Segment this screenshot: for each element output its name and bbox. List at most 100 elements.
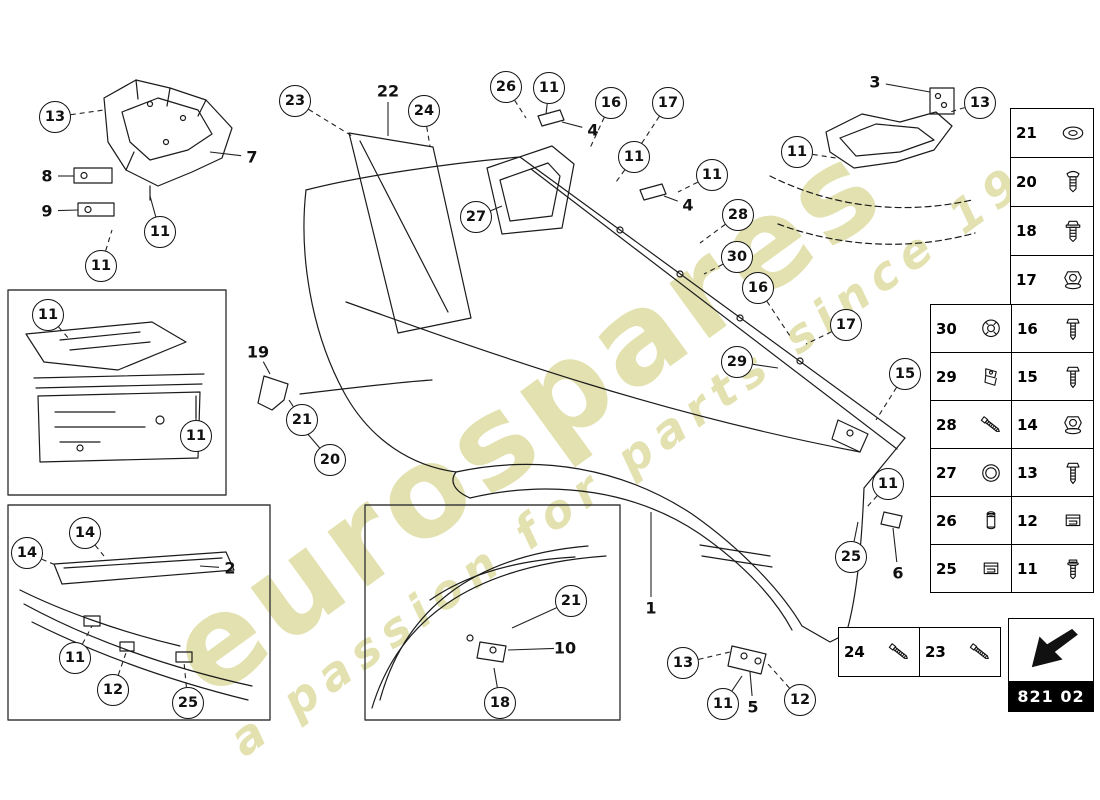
callout-24: 24 xyxy=(408,95,440,127)
callout-18: 18 xyxy=(484,687,516,719)
long-screw-icon xyxy=(976,408,1006,442)
callout-12: 12 xyxy=(784,684,816,716)
leader-line-21 xyxy=(511,607,557,629)
part-number: 27 xyxy=(936,463,957,482)
leader-line-9 xyxy=(57,209,79,212)
part-number: 16 xyxy=(1017,319,1038,338)
part-cell-20: 20 xyxy=(1010,157,1094,207)
hex-bolt-icon xyxy=(1058,456,1088,490)
label-8: 8 xyxy=(41,166,53,186)
leader-line-17 xyxy=(805,331,832,345)
leader-line-5 xyxy=(749,671,753,697)
part-number: 13 xyxy=(1017,463,1038,482)
callout-11: 11 xyxy=(533,72,565,104)
callout-11: 11 xyxy=(781,136,813,168)
part-cell-27: 27 xyxy=(930,448,1012,497)
callout-21: 21 xyxy=(286,404,318,436)
leader-line-13 xyxy=(70,109,105,116)
spring-clip-icon xyxy=(976,360,1006,394)
leader-line-2 xyxy=(199,565,220,568)
callout-11: 11 xyxy=(707,688,739,720)
page-code: 821 02 xyxy=(1009,681,1093,711)
leader-line-13 xyxy=(949,107,965,113)
label-2: 2 xyxy=(224,558,236,578)
screw-icon xyxy=(1058,552,1088,586)
callout-26: 26 xyxy=(490,71,522,103)
leader-line-16 xyxy=(766,300,791,337)
long-screw-icon xyxy=(965,635,995,669)
part-number: 17 xyxy=(1016,271,1037,289)
part-cell-18: 18 xyxy=(1010,206,1094,256)
callout-16: 16 xyxy=(595,87,627,119)
callout-11: 11 xyxy=(618,141,650,173)
leader-line-11 xyxy=(677,181,698,193)
leader-line-4 xyxy=(561,121,583,128)
label-3: 3 xyxy=(869,72,881,92)
part-cell-14: 14 xyxy=(1011,400,1094,449)
callout-11: 11 xyxy=(872,468,904,500)
part-cell-24: 24 xyxy=(838,627,920,677)
callout-30: 30 xyxy=(721,241,753,273)
leader-line-25 xyxy=(183,661,187,688)
label-19: 19 xyxy=(246,342,270,362)
seal-ring-icon xyxy=(976,456,1006,490)
label-4: 4 xyxy=(587,120,599,140)
part-number: 11 xyxy=(1017,559,1038,578)
leader-line-4 xyxy=(663,195,678,202)
leader-line-11 xyxy=(149,195,157,217)
hex-bolt-icon xyxy=(1058,312,1088,346)
callout-29: 29 xyxy=(721,346,753,378)
leader-line-11 xyxy=(545,103,548,115)
leader-line-12 xyxy=(117,649,128,676)
callout-11: 11 xyxy=(180,420,212,452)
flange-nut-icon xyxy=(1058,263,1088,297)
part-number: 24 xyxy=(844,643,865,661)
leader-line-25 xyxy=(853,521,859,542)
part-number: 21 xyxy=(1016,124,1037,142)
leader-line-14 xyxy=(41,558,59,567)
label-7: 7 xyxy=(246,147,258,167)
washer-icon xyxy=(1058,116,1088,150)
callout-14: 14 xyxy=(11,537,43,569)
callout-11: 11 xyxy=(144,216,176,248)
leader-line-11 xyxy=(812,153,837,159)
part-number: 30 xyxy=(936,319,957,338)
part-number: 25 xyxy=(936,559,957,578)
leader-line-30 xyxy=(703,263,724,275)
part-cell-12: 12 xyxy=(1011,496,1094,545)
clip-nut-icon xyxy=(976,552,1006,586)
label-4: 4 xyxy=(682,195,694,215)
clip-nut-icon xyxy=(1058,504,1088,538)
flange-nut-icon xyxy=(1058,408,1088,442)
callout-13: 13 xyxy=(667,647,699,679)
callout-20: 20 xyxy=(314,444,346,476)
label-6: 6 xyxy=(892,563,904,583)
label-9: 9 xyxy=(41,201,53,221)
callout-13: 13 xyxy=(39,101,71,133)
callout-23: 23 xyxy=(279,85,311,117)
leader-line-11 xyxy=(865,495,878,509)
part-cell-15: 15 xyxy=(1011,352,1094,401)
flange-screw-icon xyxy=(1058,214,1088,248)
part-number: 23 xyxy=(925,643,946,661)
leader-line-16 xyxy=(589,117,605,149)
leader-line-26 xyxy=(514,100,527,119)
part-number: 15 xyxy=(1017,367,1038,386)
leader-line-7 xyxy=(209,151,242,157)
label-5: 5 xyxy=(747,697,759,717)
part-cell-23: 23 xyxy=(919,627,1001,677)
sw-arrow-icon xyxy=(1022,625,1080,677)
callout-11: 11 xyxy=(696,159,728,191)
part-cell-29: 29 xyxy=(930,352,1012,401)
leader-line-29 xyxy=(752,363,779,369)
callout-25: 25 xyxy=(835,541,867,573)
part-cell-11: 11 xyxy=(1011,544,1094,593)
part-cell-25: 25 xyxy=(930,544,1012,593)
leader-line-11 xyxy=(82,625,93,645)
leader-line-11 xyxy=(731,675,743,692)
inset-box-front-inner xyxy=(7,289,227,496)
callout-11: 11 xyxy=(59,642,91,674)
label-22: 22 xyxy=(376,81,400,101)
